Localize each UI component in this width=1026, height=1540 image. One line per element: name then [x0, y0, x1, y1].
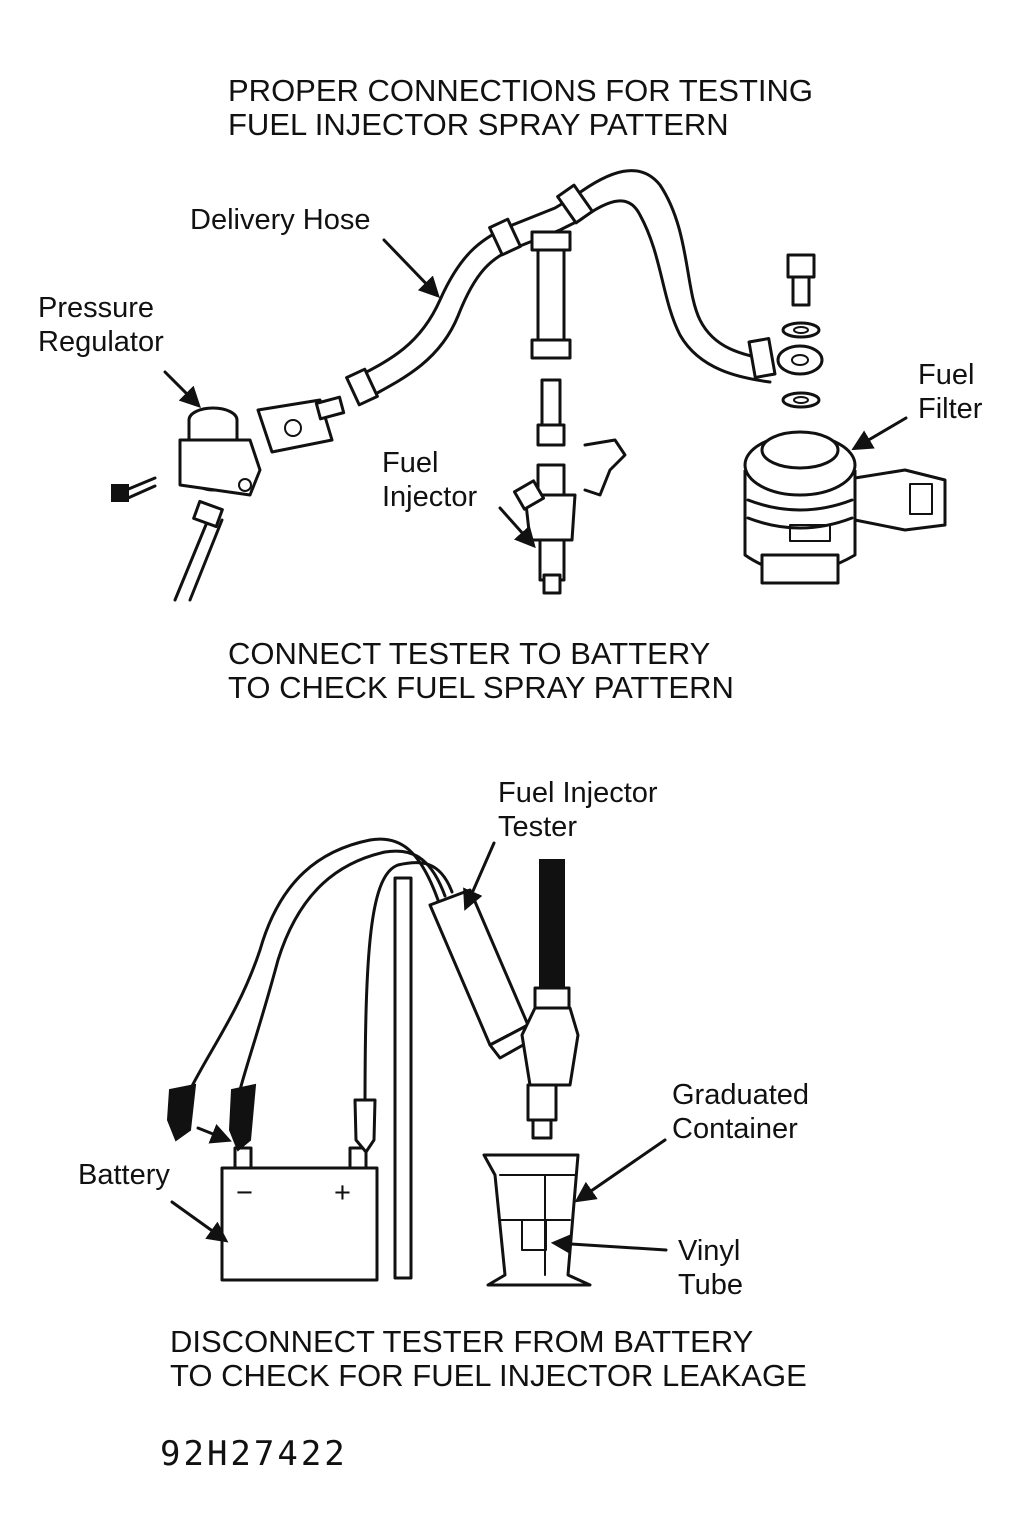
bottom-caption-line-2: TO CHECK FOR FUEL INJECTOR LEAKAGE [170, 1358, 807, 1393]
label-tester-line-1: Fuel Injector [498, 777, 658, 809]
pressure-regulator-arrow [163, 370, 201, 408]
fuel-injector [512, 438, 627, 595]
label-graduated-container-line-1: Graduated [672, 1079, 809, 1111]
label-pressure-regulator-line-2: Regulator [38, 326, 164, 358]
battery-plus-sign: + [334, 1177, 351, 1209]
delivery-hose [345, 169, 824, 407]
fuel-filter-arrow [851, 416, 908, 451]
delivery-hose-arrow [382, 238, 440, 299]
fuel-injector-tester [428, 888, 534, 1060]
label-fuel-filter-line-1: Fuel [918, 359, 974, 391]
graduated-container [482, 1153, 592, 1287]
mid-caption-line-2: TO CHECK FUEL SPRAY PATTERN [228, 670, 734, 705]
battery: − + [220, 1146, 379, 1282]
banjo-bolt-stack [781, 253, 821, 409]
label-fuel-injector-line-2: Injector [382, 481, 477, 513]
label-fuel-injector-line-1: Fuel [382, 447, 438, 479]
fuel-injector-arrow [498, 506, 536, 549]
label-vinyl-tube-line-1: Vinyl [678, 1235, 740, 1267]
label-fuel-filter-line-2: Filter [918, 393, 983, 425]
injector-branch-hose [530, 230, 572, 447]
support-rod [393, 876, 413, 1280]
label-vinyl-tube-line-2: Tube [678, 1269, 743, 1301]
battery-minus-sign: − [236, 1177, 253, 1209]
alligator-clips [166, 1083, 377, 1154]
bottom-caption-line-1: DISCONNECT TESTER FROM BATTERY [170, 1324, 753, 1359]
clip-arrow [196, 1124, 232, 1144]
label-battery: Battery [78, 1159, 170, 1191]
label-graduated-container-line-2: Container [672, 1113, 798, 1145]
regulator-gasket [256, 395, 346, 454]
figure-code: 92H27422 [160, 1434, 348, 1474]
fuel-filter [743, 430, 947, 585]
tester-arrow [463, 841, 496, 911]
vinyl-tube-arrow [550, 1233, 668, 1255]
label-delivery-hose: Delivery Hose [190, 204, 371, 236]
mid-caption-line-1: CONNECT TESTER TO BATTERY [228, 636, 710, 671]
label-pressure-regulator-line-1: Pressure [38, 292, 154, 324]
top-caption-line-2: FUEL INJECTOR SPRAY PATTERN [228, 107, 729, 142]
pressure-regulator [173, 406, 262, 602]
test-injector [520, 859, 580, 1140]
top-caption-line-1: PROPER CONNECTIONS FOR TESTING [228, 73, 813, 108]
label-tester-line-2: Tester [498, 811, 577, 843]
battery-arrow [170, 1200, 229, 1243]
graduated-container-arrow [574, 1138, 667, 1203]
tester-wires [188, 837, 454, 1112]
regulator-bolt [111, 476, 157, 502]
